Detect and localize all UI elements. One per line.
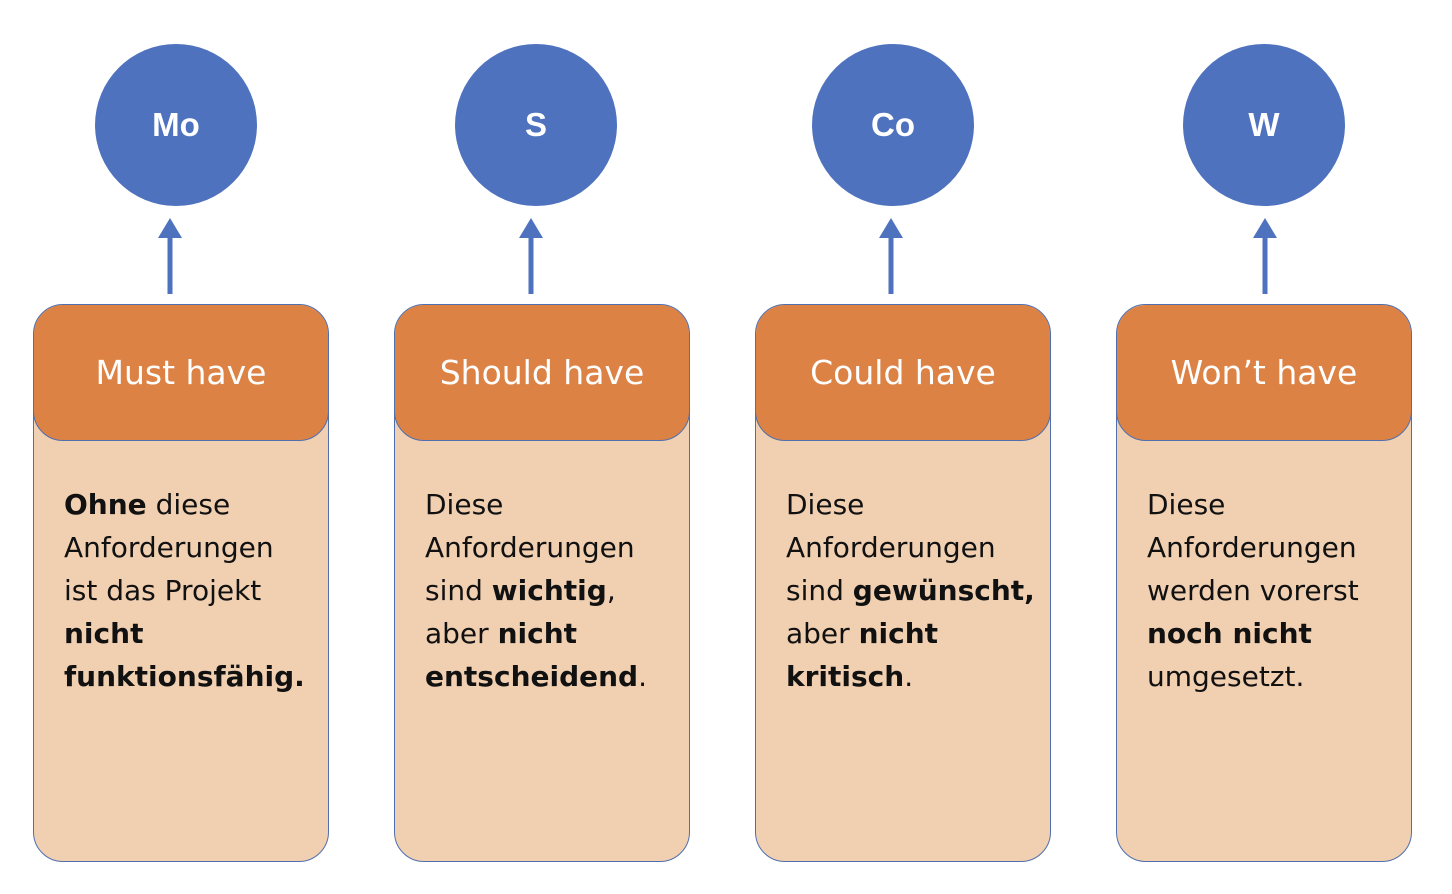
column-could-have: Co Could have Diese Anforderungen sind g… xyxy=(755,0,1055,894)
card-title: Could have xyxy=(756,305,1050,441)
description-text: Diese Anforderungen werden vorerst xyxy=(1147,488,1359,607)
description-bold-text: Ohne xyxy=(64,488,147,521)
card-could-have: Could have Diese Anforderungen sind gewü… xyxy=(755,304,1051,862)
arrow-up-icon xyxy=(1253,218,1277,294)
arrow-up-icon xyxy=(519,218,543,294)
column-must-have: Mo Must have Ohne diese Anforderungen is… xyxy=(33,0,333,894)
card-title: Must have xyxy=(34,305,328,441)
card-description: Diese Anforderungen sind wichtig, aber n… xyxy=(425,483,675,698)
description-text: . xyxy=(638,660,648,693)
circle-label: S xyxy=(524,106,547,143)
card-description: Diese Anforderungen werden vorerst noch … xyxy=(1147,483,1397,698)
card-description: Ohne diese Anforderungen ist das Projekt… xyxy=(64,483,314,698)
description-bold-text: nicht entscheidend xyxy=(425,617,639,693)
card-title: Won’t have xyxy=(1117,305,1411,441)
description-text: umgesetzt. xyxy=(1147,660,1305,693)
circle-wont-have: W xyxy=(1183,44,1345,206)
column-should-have: S Should have Diese Anforderungen sind w… xyxy=(394,0,694,894)
circle-must-have: Mo xyxy=(95,44,257,206)
arrow-up-icon xyxy=(158,218,182,294)
card-description: Diese Anforderungen sind gewünscht, aber… xyxy=(786,483,1036,698)
description-text: . xyxy=(904,660,914,693)
description-text: Diese Anforderungen sind xyxy=(425,488,635,607)
description-text: diese Anforderungen ist das Projekt xyxy=(64,488,274,607)
arrow-up-icon xyxy=(879,218,903,294)
column-wont-have: W Won’t have Diese Anforderungen werden … xyxy=(1116,0,1416,894)
circle-could-have: Co xyxy=(812,44,974,206)
circle-label: W xyxy=(1248,106,1280,143)
description-bold-text: gewünscht, xyxy=(852,574,1035,607)
description-bold-text: nicht funktionsfähig. xyxy=(64,617,305,693)
card-wont-have: Won’t have Diese Anforderungen werden vo… xyxy=(1116,304,1412,862)
description-bold-text: wichtig xyxy=(491,574,607,607)
description-bold-text: noch nicht xyxy=(1147,617,1312,650)
card-must-have: Must have Ohne diese Anforderungen ist d… xyxy=(33,304,329,862)
description-text: Diese Anforderungen sind xyxy=(786,488,996,607)
circle-should-have: S xyxy=(455,44,617,206)
circle-label: Mo xyxy=(152,106,200,143)
card-should-have: Should have Diese Anforderungen sind wic… xyxy=(394,304,690,862)
description-bold-text: nicht kritisch xyxy=(786,617,939,693)
description-text: aber xyxy=(786,617,859,650)
description-text: , aber xyxy=(425,574,616,650)
circle-label: Co xyxy=(871,106,915,143)
card-title: Should have xyxy=(395,305,689,441)
